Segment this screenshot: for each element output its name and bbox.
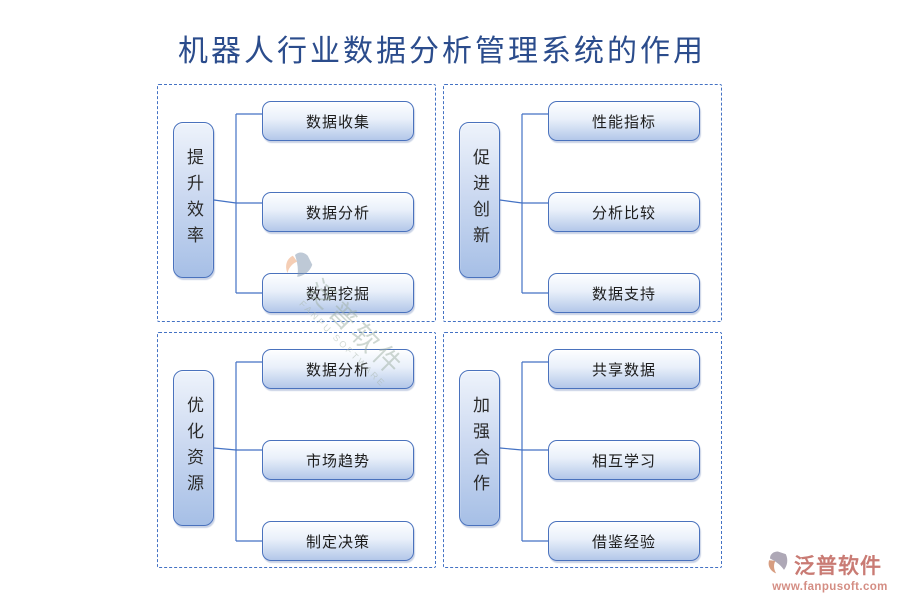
item-box: 数据收集 [262, 101, 414, 141]
category-box: 优化资源 [173, 370, 214, 526]
panel-improve-efficiency: 提升效率 数据收集 数据分析 数据挖掘 [157, 84, 436, 322]
panel-optimize-resources: 优化资源 数据分析 市场趋势 制定决策 [157, 332, 436, 568]
item-box: 性能指标 [548, 101, 700, 141]
brand-url: www.fanpusoft.com [772, 581, 888, 593]
item-box: 数据分析 [262, 192, 414, 232]
item-box: 数据挖掘 [262, 273, 414, 313]
panel-promote-innovation: 促进创新 性能指标 分析比较 数据支持 [443, 84, 722, 322]
page-title: 机器人行业数据分析管理系统的作用 [178, 35, 706, 68]
category-box: 提升效率 [173, 122, 214, 278]
item-box: 制定决策 [262, 521, 414, 561]
connector-lines [213, 113, 262, 294]
item-box: 借鉴经验 [548, 521, 700, 561]
item-box: 相互学习 [548, 440, 700, 480]
item-box: 分析比较 [548, 192, 700, 232]
connector-lines [213, 361, 262, 542]
brand-name: 泛普软件 [794, 553, 882, 578]
panel-strengthen-cooperation: 加强合作 共享数据 相互学习 借鉴经验 [443, 332, 722, 568]
category-box: 促进创新 [459, 122, 500, 278]
connector-lines [499, 113, 548, 294]
item-box: 共享数据 [548, 349, 700, 389]
connector-lines [499, 361, 548, 542]
brand-footer: 泛普软件 www.fanpusoft.com [763, 548, 897, 593]
item-box: 市场趋势 [262, 440, 414, 480]
fanpu-logo-icon [763, 548, 791, 581]
item-box: 数据支持 [548, 273, 700, 313]
item-box: 数据分析 [262, 349, 414, 389]
category-box: 加强合作 [459, 370, 500, 526]
